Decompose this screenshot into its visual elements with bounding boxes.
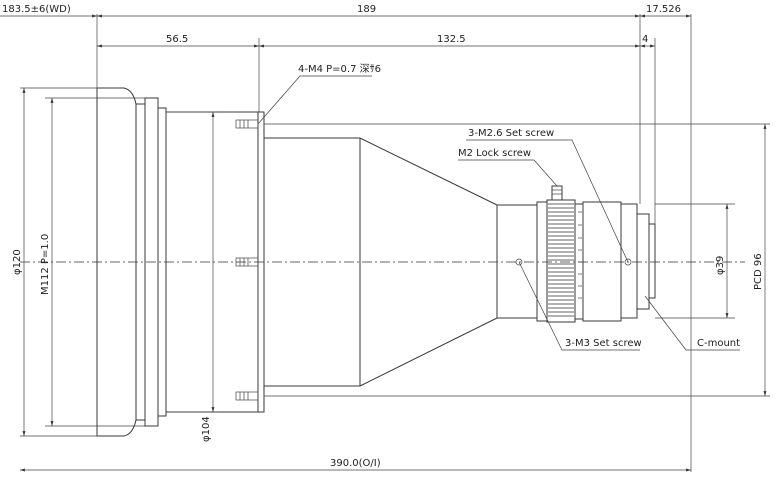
dim-dia104-label: φ104 bbox=[201, 416, 212, 442]
dim-17526-label: 17.526 bbox=[646, 4, 681, 15]
callout-m3-label: 3-M3 Set screw bbox=[565, 338, 642, 349]
dim-565-label: 56.5 bbox=[166, 34, 188, 45]
dim-189-label: 189 bbox=[357, 4, 376, 15]
m4-hole-middle bbox=[235, 257, 259, 267]
focus-ring-knurl bbox=[548, 203, 574, 317]
dim-4-label: 4 bbox=[642, 34, 648, 45]
dim-dia39-label: φ39 bbox=[715, 256, 726, 275]
leader-m26 bbox=[466, 139, 629, 263]
front-barrel bbox=[96, 87, 258, 437]
dim-dia120-label: φ120 bbox=[12, 249, 23, 275]
leader-m4 bbox=[257, 75, 372, 125]
extension-lines bbox=[20, 14, 770, 472]
rear-barrel bbox=[496, 199, 656, 323]
callout-m2-label: M2 Lock screw bbox=[458, 148, 531, 159]
scale-marks bbox=[578, 211, 582, 299]
leader-m3 bbox=[518, 261, 640, 351]
m26-set-screw-mark bbox=[624, 258, 632, 266]
m4-hole-bottom bbox=[235, 391, 259, 401]
m4-hole-top bbox=[235, 119, 259, 129]
m2-lock-screw bbox=[551, 185, 563, 201]
callout-m4-label: 4-M4 P=0.7 深ｻ6 bbox=[298, 63, 381, 75]
dim-total-label: 390.0(O/I) bbox=[330, 458, 381, 469]
leader-m2 bbox=[458, 159, 558, 187]
dim-1325-label: 132.5 bbox=[437, 34, 466, 45]
callout-c-mount-label: C-mount bbox=[697, 338, 740, 349]
dim-m112-label: M112 P=1.0 bbox=[40, 234, 51, 295]
callout-m26-label: 3-M2.6 Set screw bbox=[468, 128, 554, 139]
dim-pcd96-label: PCD 96 bbox=[753, 253, 764, 290]
m3-set-screw-mark bbox=[515, 258, 523, 266]
leader-c-mount bbox=[644, 295, 740, 351]
dim-wd-label: 183.5±6(WD) bbox=[2, 4, 71, 15]
